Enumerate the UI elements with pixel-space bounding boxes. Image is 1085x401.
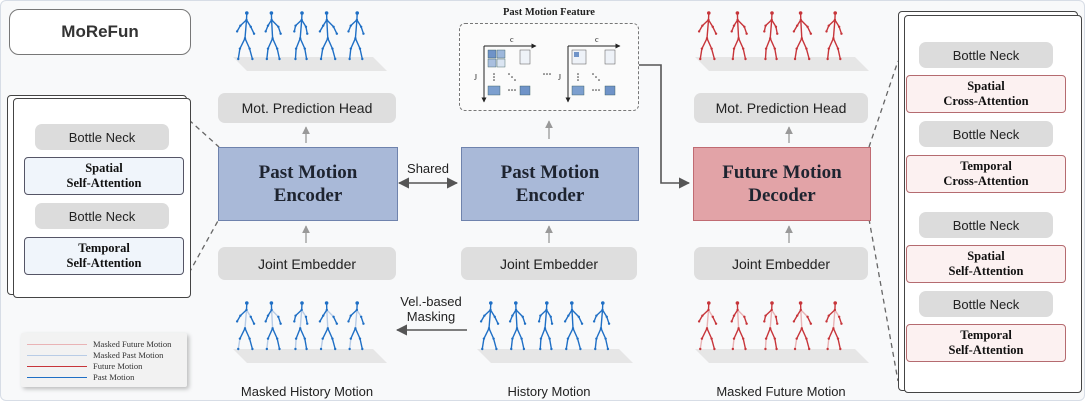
right-spatial-self-attention: Spatial Self-Attention bbox=[906, 245, 1066, 283]
floor-plane bbox=[233, 349, 387, 363]
title-box: MoReFun bbox=[9, 9, 191, 55]
zoom-line-right-top bbox=[868, 60, 899, 148]
zoom-line-right-bottom bbox=[868, 218, 899, 382]
shared-label: Shared bbox=[407, 161, 449, 176]
floor-plane bbox=[695, 57, 869, 71]
skeleton-figure bbox=[264, 11, 282, 61]
left-bottleneck-1: Bottle Neck bbox=[35, 124, 169, 150]
right-temporal-cross-attention: Temporal Cross-Attention bbox=[906, 155, 1066, 193]
col1-caption: Masked History Motion bbox=[240, 384, 374, 399]
skeleton-figure bbox=[825, 11, 843, 61]
matrix-b-axis-j: J bbox=[558, 73, 561, 82]
left-bottleneck-2: Bottle Neck bbox=[35, 203, 169, 229]
legend-swatch-masked-future bbox=[27, 343, 87, 345]
skeleton-figure bbox=[563, 301, 584, 351]
floor-plane bbox=[233, 57, 387, 71]
feature-matrices-figure: c c J J bbox=[474, 35, 621, 103]
legend: Masked Future Motion Masked Past Motion … bbox=[21, 333, 187, 387]
matrix-a-axis-j: J bbox=[474, 73, 477, 82]
left-temporal-self-attention: Temporal Self-Attention bbox=[24, 237, 184, 275]
future-skeletons-top-right bbox=[695, 11, 869, 71]
past-motion-feature-title: Past Motion Feature bbox=[503, 7, 595, 18]
right-bottleneck-4: Bottle Neck bbox=[919, 291, 1053, 317]
legend-item-future: Future Motion bbox=[27, 361, 142, 371]
col1-past-motion-encoder: Past Motion Encoder bbox=[218, 147, 398, 221]
skeleton-figure bbox=[479, 301, 500, 351]
right-spatial-cross-attention: Spatial Cross-Attention bbox=[906, 75, 1066, 113]
zoom-line-left-bottom bbox=[188, 218, 220, 274]
skeleton-figure bbox=[264, 301, 282, 351]
legend-swatch-future bbox=[27, 365, 87, 367]
right-bottleneck-1: Bottle Neck bbox=[919, 42, 1053, 68]
right-bottleneck-3: Bottle Neck bbox=[919, 212, 1053, 238]
skeleton-figure bbox=[825, 301, 843, 351]
future-skeletons-top-left bbox=[233, 11, 387, 71]
col1-prediction-head: Mot. Prediction Head bbox=[218, 93, 396, 123]
feature-to-decoder-arrow bbox=[639, 64, 691, 189]
col3-prediction-head: Mot. Prediction Head bbox=[694, 93, 868, 123]
skeleton-figure bbox=[730, 301, 748, 351]
skeleton-figure bbox=[235, 11, 256, 61]
legend-swatch-past bbox=[27, 376, 87, 378]
col2-joint-embedder: Joint Embedder bbox=[461, 247, 637, 280]
matrix-b-axis-c: c bbox=[595, 35, 599, 44]
skeleton-figure bbox=[730, 11, 748, 61]
legend-swatch-masked-past bbox=[27, 354, 87, 356]
col3-caption: Masked Future Motion bbox=[716, 384, 846, 399]
skeleton-figure bbox=[293, 301, 309, 351]
zoom-line-left-top bbox=[188, 119, 220, 148]
skeleton-figure bbox=[318, 11, 339, 61]
col1-joint-embedder: Joint Embedder bbox=[218, 247, 396, 280]
skeleton-figure bbox=[293, 11, 309, 61]
col2-caption: History Motion bbox=[507, 384, 591, 399]
right-bottleneck-2: Bottle Neck bbox=[919, 121, 1053, 147]
skeleton-figure bbox=[792, 11, 813, 61]
skeleton-figure bbox=[763, 301, 779, 351]
masking-label: Vel.-based Masking bbox=[400, 294, 462, 324]
legend-item-masked-past: Masked Past Motion bbox=[27, 350, 163, 360]
col3-joint-embedder: Joint Embedder bbox=[694, 247, 868, 280]
history-skeletons bbox=[477, 301, 633, 363]
masked-future-skeletons bbox=[695, 301, 869, 363]
past-motion-feature-panel: c c J J bbox=[459, 23, 639, 111]
skeleton-figure bbox=[347, 301, 365, 351]
skeleton-figure bbox=[697, 11, 718, 61]
skeleton-figure bbox=[537, 301, 554, 351]
skeleton-figure bbox=[763, 11, 779, 61]
skeleton-figure bbox=[235, 301, 256, 351]
legend-item-past: Past Motion bbox=[27, 372, 134, 382]
skeleton-figure bbox=[318, 301, 339, 351]
floor-plane bbox=[695, 349, 869, 363]
legend-item-masked-future: Masked Future Motion bbox=[27, 339, 171, 349]
col2-past-motion-encoder: Past Motion Encoder bbox=[461, 147, 639, 221]
matrix-a-axis-c: c bbox=[510, 35, 514, 44]
skeleton-figure bbox=[592, 301, 611, 351]
left-spatial-self-attention: Spatial Self-Attention bbox=[24, 157, 184, 195]
floor-plane bbox=[477, 349, 633, 363]
skeleton-figure bbox=[508, 301, 527, 351]
skeleton-figure bbox=[792, 301, 813, 351]
skeleton-figure bbox=[347, 11, 365, 61]
skeleton-figure bbox=[697, 301, 718, 351]
masked-history-skeletons bbox=[233, 301, 387, 363]
future-motion-decoder: Future Motion Decoder bbox=[693, 147, 871, 221]
right-temporal-self-attention: Temporal Self-Attention bbox=[906, 324, 1066, 362]
title-text: MoReFun bbox=[61, 22, 139, 41]
